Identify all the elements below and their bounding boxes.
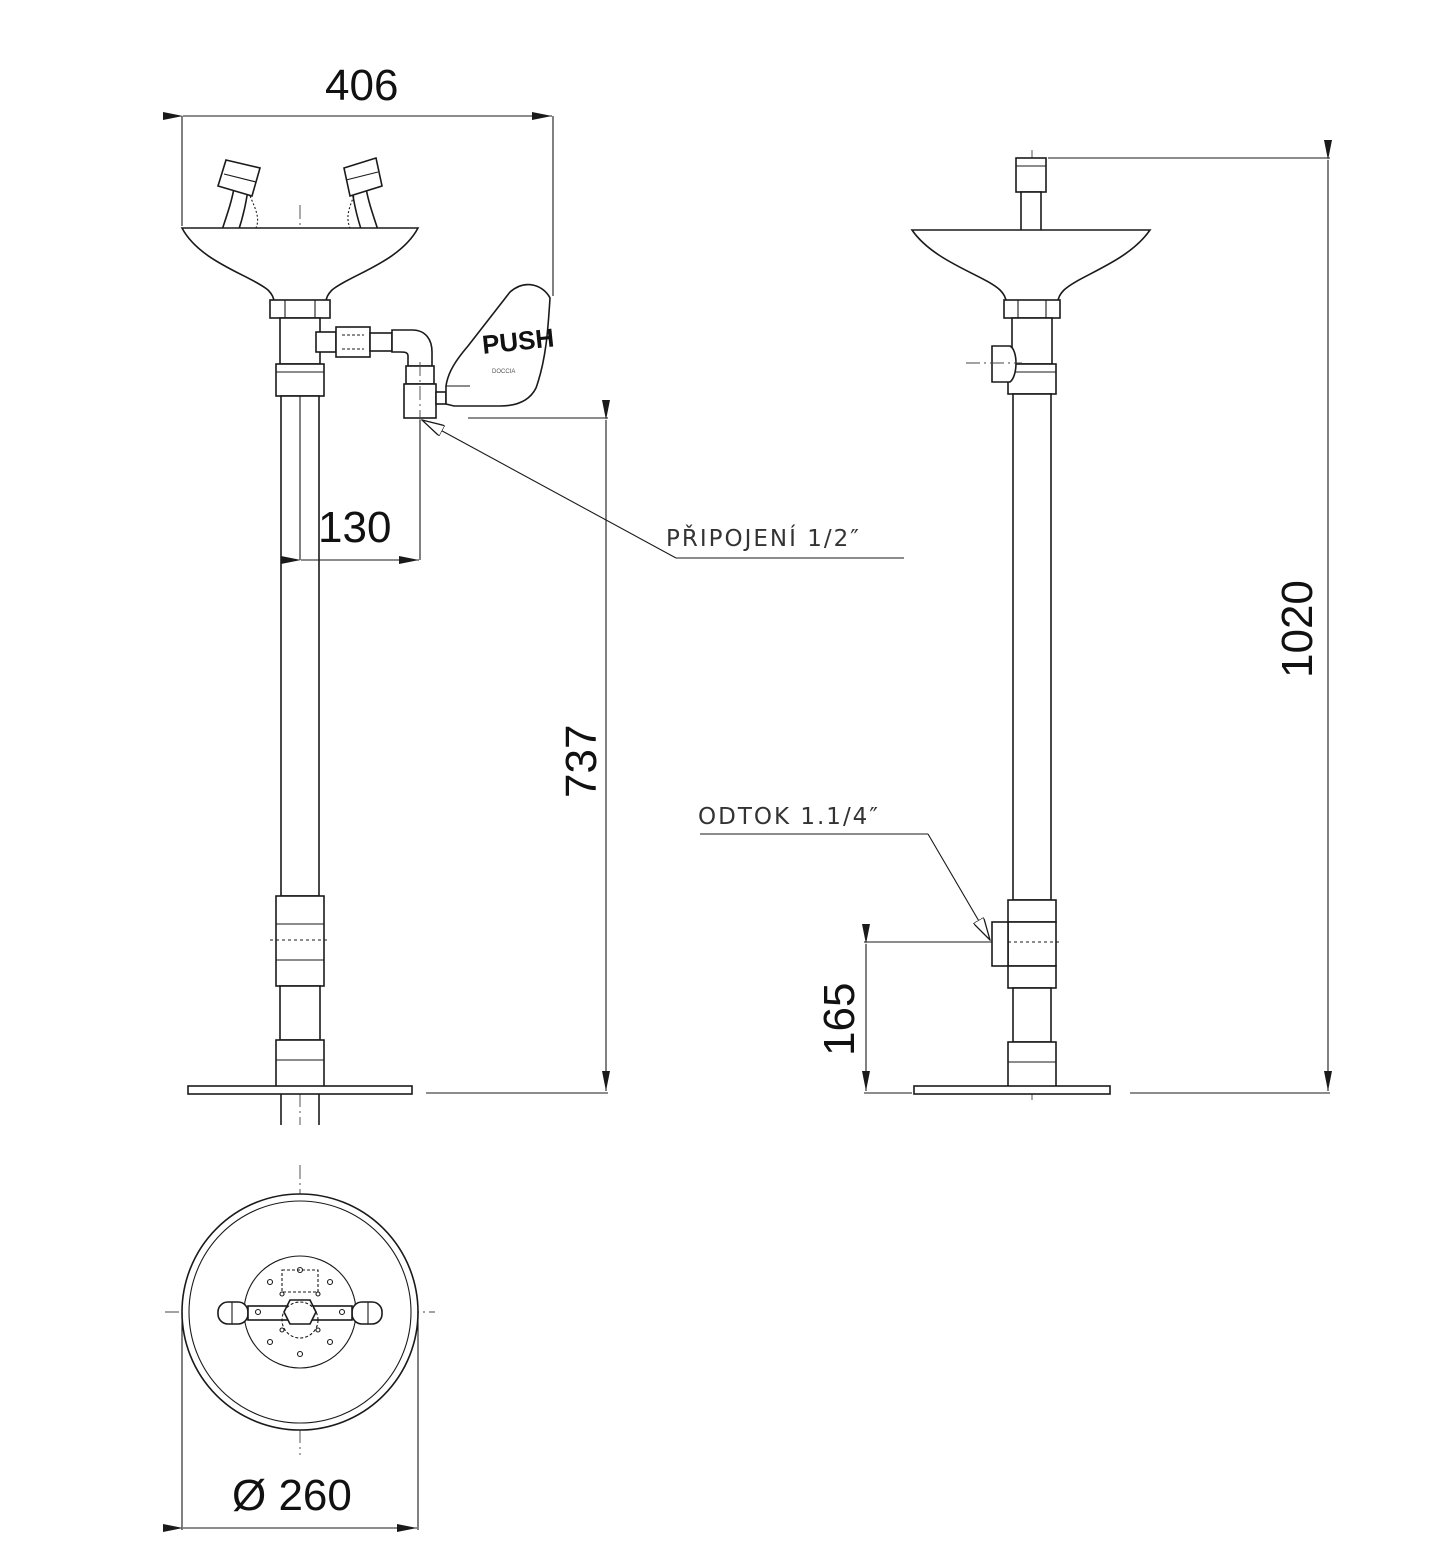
upper-coupling <box>275 363 325 397</box>
note-connection-text: PŘIPOJENÍ 1/2″ <box>666 524 861 552</box>
base-plate <box>187 1085 413 1095</box>
push-paddle[interactable]: PUSH DOCCIA <box>445 283 556 407</box>
spray-head-left <box>216 159 261 233</box>
dim-total-height: 1020 <box>1048 140 1332 1094</box>
front-view: PUSH DOCCIA <box>180 156 556 1125</box>
dim-drain-height-value: 165 <box>815 983 864 1056</box>
dim-bowl-width-value: 406 <box>325 61 398 110</box>
dim-inlet-offset-value: 130 <box>318 503 391 552</box>
bowl <box>180 227 420 303</box>
drain-tee <box>1007 899 1057 923</box>
lower-coupling <box>275 895 325 987</box>
brand-mark: DOCCIA <box>492 369 515 375</box>
side-bowl <box>910 229 1152 303</box>
top-view <box>165 1165 435 1455</box>
note-drain-text: ODTOK 1.1/4″ <box>698 804 880 830</box>
note-connection: PŘIPOJENÍ 1/2″ <box>422 420 904 559</box>
spray-head-right <box>343 156 383 233</box>
dim-drain-height: 165 <box>815 924 992 1094</box>
valve-assembly <box>315 326 447 425</box>
dim-base-diameter-value: Ø 260 <box>232 1471 352 1520</box>
dim-inlet-height: 737 <box>426 400 610 1094</box>
dim-inlet-offset: 130 <box>281 396 421 564</box>
dim-total-height-value: 1020 <box>1273 580 1322 678</box>
note-drain: ODTOK 1.1/4″ <box>698 804 990 940</box>
dim-inlet-height-value: 737 <box>557 725 606 798</box>
dim-base-diameter: Ø 260 <box>163 1312 419 1532</box>
dim-bowl-width: 406 <box>163 61 554 296</box>
side-view <box>910 150 1152 1100</box>
